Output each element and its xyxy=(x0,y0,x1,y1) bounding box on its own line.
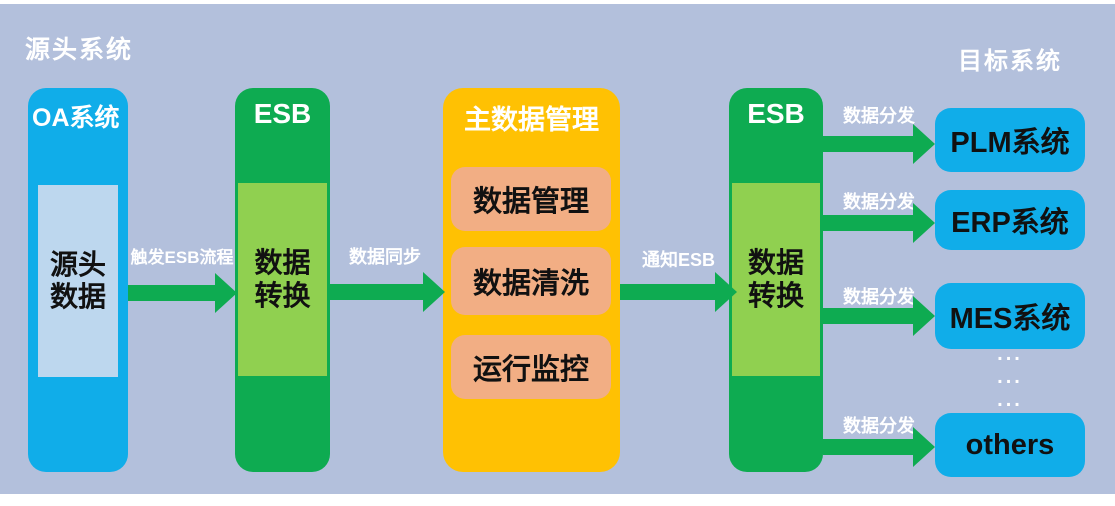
arrow-trigger-esb xyxy=(128,273,237,313)
erp-system-node: ERP系统 xyxy=(935,190,1085,250)
arrow-distribute-others xyxy=(823,427,935,467)
arrow-shaft xyxy=(823,308,913,324)
data-distribute-label-mes: 数据分发 xyxy=(843,287,915,307)
ellipsis-row: ... xyxy=(997,343,1023,365)
target-system-label: 目标系统 xyxy=(958,48,1062,75)
data-cleaning-subnode: 数据清洗 xyxy=(451,247,611,315)
mes-system-node: MES系统 xyxy=(935,283,1085,349)
arrow-distribute-mes xyxy=(823,296,935,336)
plm-system-node: PLM系统 xyxy=(935,108,1085,172)
source-data-subnode: 源头 数据 xyxy=(38,185,118,377)
data-distribute-label-others: 数据分发 xyxy=(843,416,915,436)
arrow-head-icon xyxy=(715,272,737,312)
oa-system-node: OA系统 源头 数据 xyxy=(28,88,128,472)
esb-left-title: ESB xyxy=(253,98,312,129)
master-data-management-title: 主数据管理 xyxy=(464,105,599,135)
notify-esb-label: 通知ESB xyxy=(641,250,715,270)
data-distribute-label-plm: 数据分发 xyxy=(843,106,915,126)
arrow-shaft xyxy=(823,136,913,152)
others-system-node: others xyxy=(935,413,1085,477)
arrow-head-icon xyxy=(913,427,935,467)
arrow-shaft xyxy=(620,284,715,300)
source-system-label: 源头系统 xyxy=(25,36,134,64)
data-sync-label: 数据同步 xyxy=(349,247,421,267)
data-transform-right-subnode: 数据 转换 xyxy=(732,183,820,376)
data-transform-right-line2: 转换 xyxy=(747,279,804,311)
source-data-line1: 源头 xyxy=(49,248,106,280)
arrow-shaft xyxy=(823,215,913,231)
arrow-head-icon xyxy=(215,273,237,313)
esb-left-node: ESB 数据 转换 xyxy=(235,88,330,472)
arrow-notify-esb xyxy=(620,272,737,312)
arrow-distribute-plm xyxy=(823,124,935,164)
data-transform-left-line1: 数据 xyxy=(254,247,311,279)
more-targets-ellipsis: ... ... ... xyxy=(935,344,1085,413)
arrow-distribute-erp xyxy=(823,203,935,243)
ellipsis-row: ... xyxy=(997,389,1023,411)
esb-right-title: ESB xyxy=(747,98,805,129)
ellipsis-row: ... xyxy=(997,366,1023,388)
arrow-head-icon xyxy=(913,124,935,164)
data-transform-right-line1: 数据 xyxy=(747,247,804,279)
oa-system-title: OA系统 xyxy=(32,104,120,132)
source-data-line2: 数据 xyxy=(49,281,106,312)
data-transform-left-subnode: 数据 转换 xyxy=(238,183,327,376)
arrow-shaft xyxy=(330,284,423,300)
esb-right-node: ESB 数据 转换 xyxy=(729,88,823,472)
data-distribute-label-erp: 数据分发 xyxy=(843,192,915,212)
arrow-data-sync xyxy=(330,272,445,312)
arrow-shaft xyxy=(128,285,215,301)
trigger-esb-flow-label: 触发ESB流程 xyxy=(130,248,234,267)
arrow-head-icon xyxy=(913,203,935,243)
arrow-shaft xyxy=(823,439,913,455)
data-management-subnode: 数据管理 xyxy=(451,167,611,231)
operation-monitoring-subnode: 运行监控 xyxy=(451,335,611,399)
arrow-head-icon xyxy=(423,272,445,312)
master-data-management-node: 主数据管理 数据管理 数据清洗 运行监控 xyxy=(443,88,620,472)
data-transform-left-line2: 转换 xyxy=(254,279,311,311)
arrow-head-icon xyxy=(913,296,935,336)
